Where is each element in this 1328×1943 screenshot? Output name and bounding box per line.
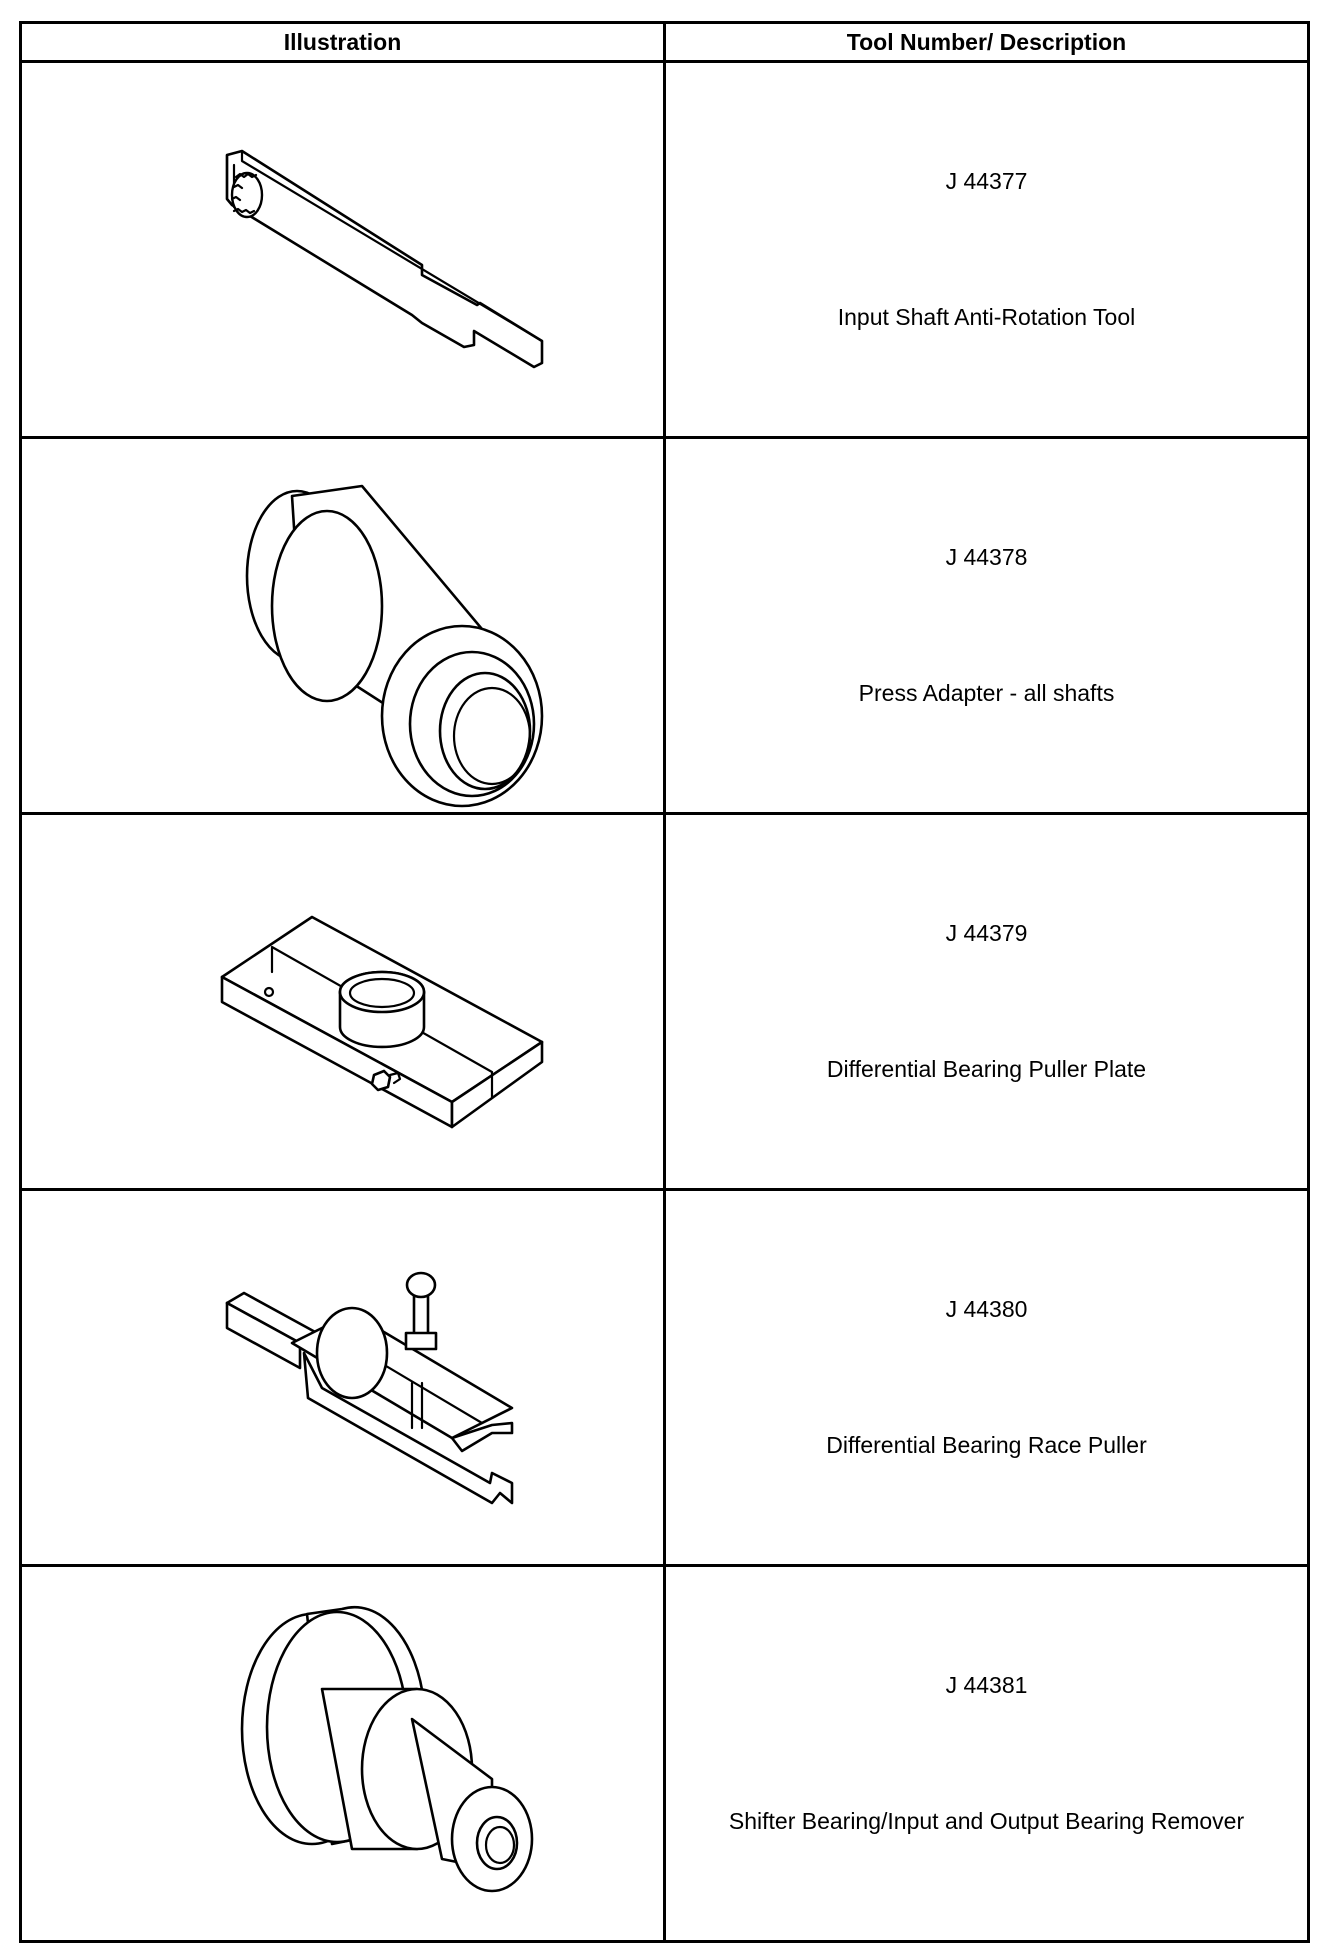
table-row: J 44381 Shifter Bearing/Input and Output… (19, 1564, 1310, 1943)
puller-plate-illustration (220, 915, 544, 1128)
tool-table: Illustration Tool Number/ Description (19, 21, 1310, 1943)
description-cell: J 44378 Press Adapter - all shafts (663, 436, 1310, 815)
table-row: J 44377 Input Shaft Anti-Rotation Tool (19, 60, 1310, 439)
header-tool-number-description: Tool Number/ Description (663, 21, 1310, 63)
tool-number: J 44380 (945, 1296, 1028, 1322)
illustration-cell (19, 1564, 666, 1943)
illustration-cell (19, 1188, 666, 1567)
tool-description: Press Adapter - all shafts (858, 680, 1115, 706)
table-header-row: Illustration Tool Number/ Description (19, 21, 1310, 63)
description-cell: J 44377 Input Shaft Anti-Rotation Tool (663, 60, 1310, 439)
tool-number: J 44379 (945, 920, 1028, 946)
illustration-cell (19, 60, 666, 439)
anti-rotation-tool-illustration (225, 149, 544, 368)
tool-description: Differential Bearing Puller Plate (826, 1056, 1147, 1082)
tool-description: Shifter Bearing/Input and Output Bearing… (728, 1808, 1245, 1834)
tool-number: J 44377 (945, 168, 1028, 194)
tool-description: Input Shaft Anti-Rotation Tool (837, 304, 1136, 330)
description-cell: J 44379 Differential Bearing Puller Plat… (663, 812, 1310, 1191)
description-cell: J 44381 Shifter Bearing/Input and Output… (663, 1564, 1310, 1943)
table-row: J 44378 Press Adapter - all shafts (19, 436, 1310, 815)
table-row: J 44380 Differential Bearing Race Puller (19, 1188, 1310, 1567)
race-puller-illustration (225, 1271, 514, 1504)
press-adapter-illustration (245, 484, 544, 807)
description-cell: J 44380 Differential Bearing Race Puller (663, 1188, 1310, 1567)
table-row: J 44379 Differential Bearing Puller Plat… (19, 812, 1310, 1191)
header-illustration: Illustration (19, 21, 666, 63)
illustration-cell (19, 436, 666, 815)
tool-description: Differential Bearing Race Puller (826, 1432, 1147, 1458)
illustration-cell (19, 812, 666, 1191)
bearing-remover-illustration (240, 1605, 534, 1892)
tool-number: J 44378 (945, 544, 1028, 570)
tool-number: J 44381 (945, 1672, 1028, 1698)
